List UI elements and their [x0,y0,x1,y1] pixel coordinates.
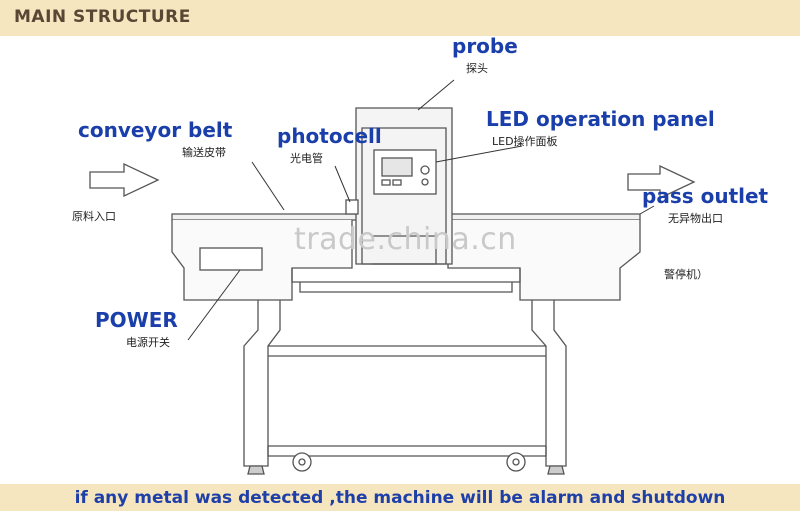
label-power-cn: 电源开关 [126,336,170,349]
footer-caption: if any metal was detected ,the machine w… [74,488,726,508]
inlet-arrow [89,162,160,198]
header-title: MAIN STRUCTURE [14,7,191,27]
footer-bar: if any metal was detected ,the machine w… [0,484,800,511]
label-probe: probe [452,34,518,58]
label-probe-cn: 探头 [466,62,488,75]
header-bar: MAIN STRUCTURE [0,0,800,36]
outlet-arrow [627,164,696,200]
power-switch-shape [199,247,263,271]
label-pass-outlet-cn: 无异物出口 [668,212,723,225]
left-caster [292,452,312,472]
watermark: trade.china.cn [294,222,517,257]
right-caster [506,452,526,472]
label-pass-outlet: pass outlet [642,184,769,208]
right-housing [447,220,641,301]
photocell-shape [345,199,359,215]
label-alarm-stop-cn: 警停机） [664,268,708,281]
frame [243,300,281,467]
label-power: POWER [95,308,178,332]
label-raw-inlet-cn: 原料入口 [72,210,116,223]
label-conveyor-belt-cn: 输送皮带 [182,146,226,159]
label-conveyor-belt: conveyor belt [78,118,233,142]
label-led-panel-cn: LED操作面板 [492,135,558,148]
label-led-panel: LED operation panel [486,107,715,131]
label-photocell-cn: 光电管 [290,152,323,165]
label-photocell: photocell [277,124,382,148]
